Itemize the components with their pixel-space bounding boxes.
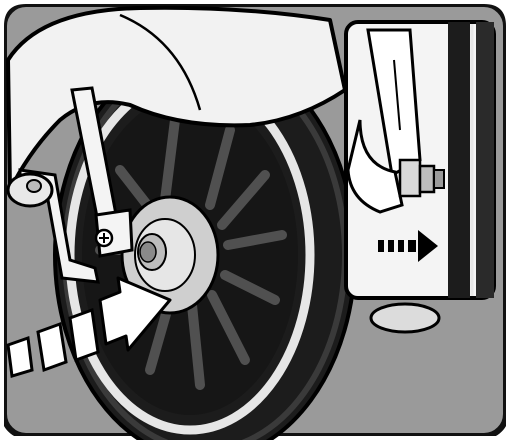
axle-bolt-icon — [96, 230, 112, 246]
rear-caster-icon — [371, 304, 439, 332]
